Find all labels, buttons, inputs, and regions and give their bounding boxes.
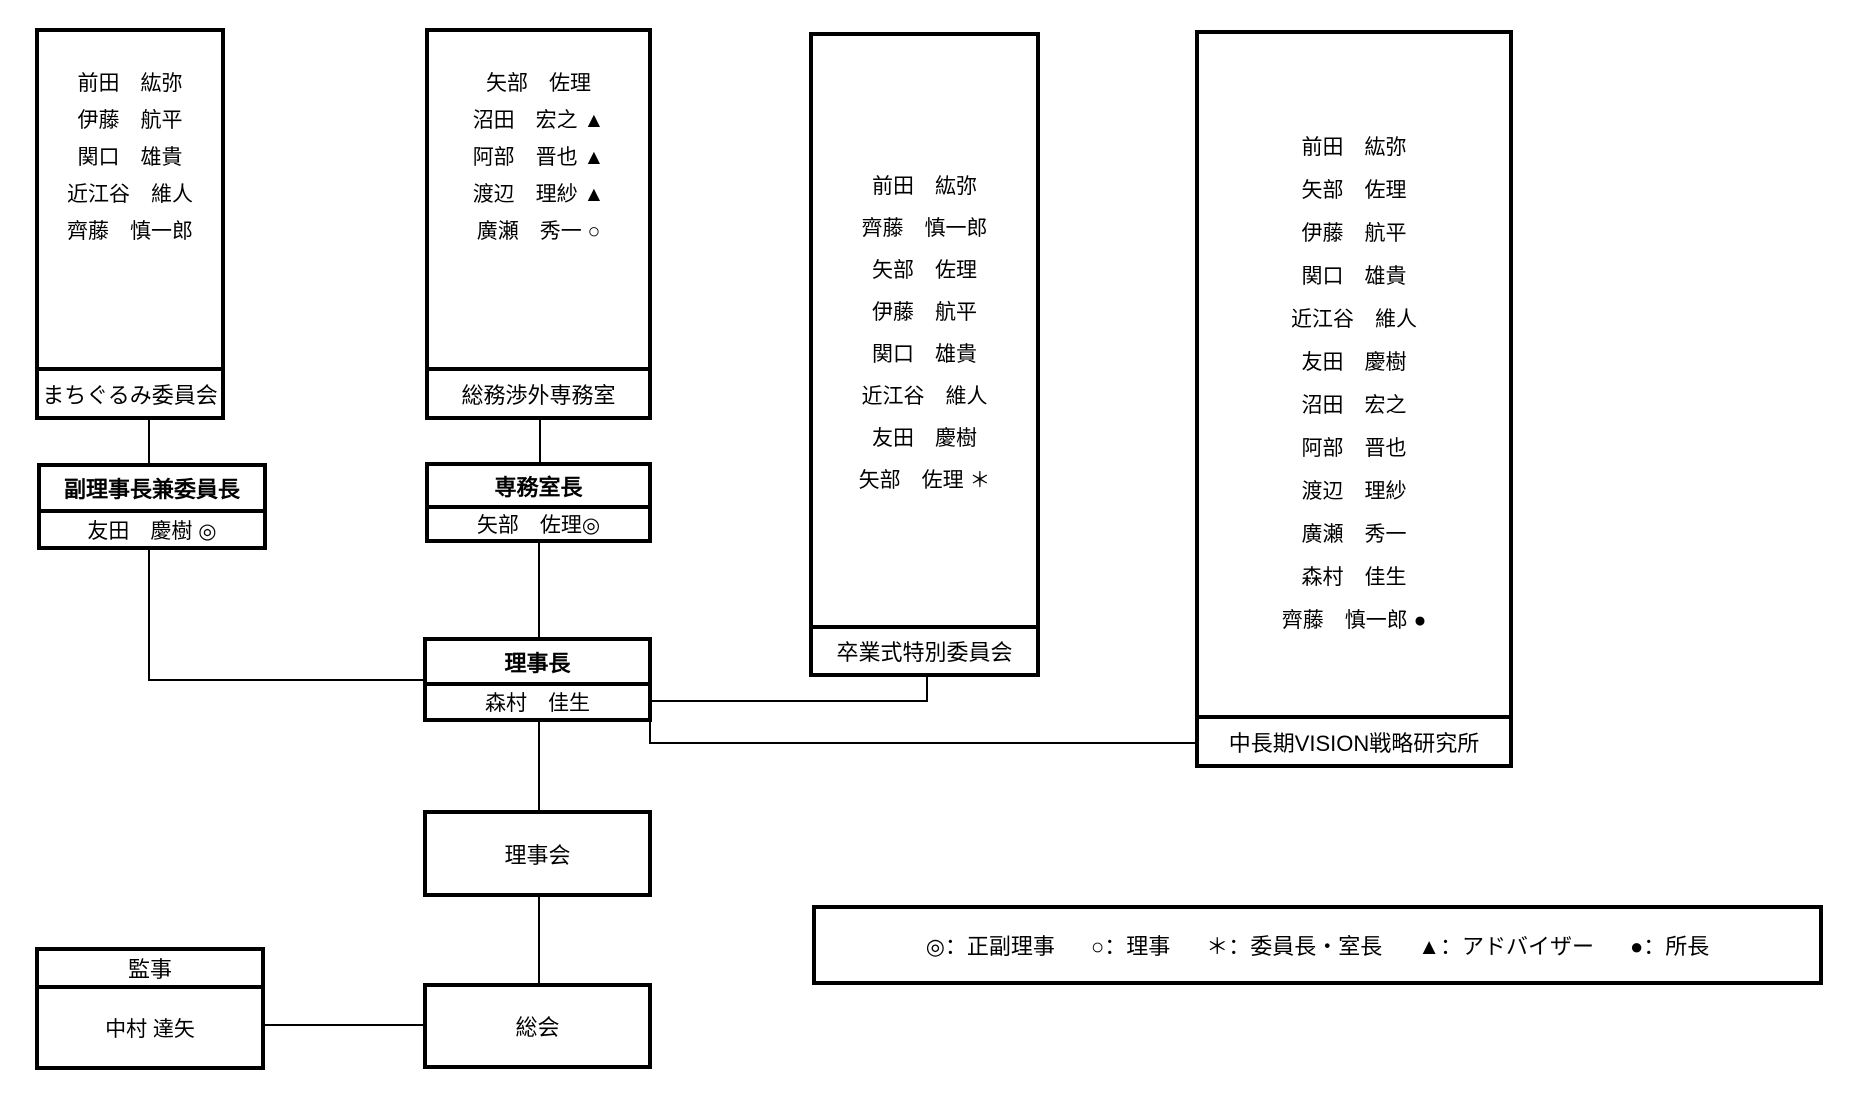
- member-name: 友田 慶樹: [872, 427, 977, 450]
- legend-item-iincho-shitsucho: ＊：委員長・室長: [1206, 934, 1383, 959]
- member-name: 矢部 佐理: [1301, 179, 1407, 202]
- member-name: 関口 雄貴: [1301, 265, 1407, 288]
- box-label-graduation-committee: 卒業式特別委員会: [813, 625, 1036, 673]
- member-name: 矢部 佐理 ＊: [858, 469, 991, 492]
- role-title-auditor: 監事: [39, 951, 261, 989]
- member-list: 前田 紘弥齊藤 慎一郎矢部 佐理伊藤 航平関口 雄貴近江谷 維人友田 慶樹矢部 …: [813, 36, 1036, 625]
- member-name: 伊藤 航平: [77, 109, 183, 132]
- member-list: 矢部 佐理沼田 宏之 ▲ 阿部 晋也 ▲ 渡辺 理紗 ▲ 廣瀬 秀一 ○: [429, 32, 648, 367]
- connector-auditor-to-general-meeting: [265, 1024, 423, 1026]
- legend-item-riji: ○：理事: [1090, 934, 1171, 959]
- member-name: 近江谷 維人: [1291, 308, 1417, 331]
- member-name: 前田 紘弥: [872, 175, 977, 198]
- member-name: 矢部 佐理: [872, 259, 977, 282]
- org-box-board: 理事会: [423, 810, 652, 897]
- connector-chairman-to-board: [538, 722, 540, 810]
- connector-board-to-general-meeting: [538, 897, 540, 983]
- member-name: 関口 雄貴: [872, 343, 977, 366]
- member-name: 阿部 晋也: [1301, 437, 1407, 460]
- connector-office-to-office-head: [539, 420, 541, 462]
- connector-machigurumi-to-vice-chair: [148, 420, 150, 463]
- connector-vice-chair-to-chairman: [148, 679, 423, 681]
- box-label-somu-shogai: 総務渉外専務室: [429, 367, 648, 416]
- box-label-machigurumi: まちぐるみ委員会: [39, 367, 221, 416]
- member-name: 伊藤 航平: [872, 301, 977, 324]
- legend-box: ◎：正副理事 ○：理事 ＊：委員長・室長 ▲：アドバイザー ●：所長: [812, 905, 1823, 985]
- role-name-auditor: 中村 達矢: [105, 1017, 195, 1041]
- org-box-vision-lab: 前田 紘弥矢部 佐理伊藤 航平関口 雄貴近江谷 維人友田 慶樹沼田 宏之阿部 晋…: [1195, 30, 1513, 768]
- role-name-vice-chairman: 友田 慶樹 ◎: [87, 519, 217, 543]
- member-name: 齊藤 慎一郎 ●: [1281, 609, 1427, 632]
- role-name-office-head: 矢部 佐理◎: [476, 514, 601, 537]
- connector-chairman-to-vision-lab: [649, 742, 1195, 744]
- member-name: 矢部 佐理: [486, 72, 591, 95]
- org-box-somu-shogai-office: 矢部 佐理沼田 宏之 ▲ 阿部 晋也 ▲ 渡辺 理紗 ▲ 廣瀬 秀一 ○ 総務渉外専務…: [425, 28, 652, 420]
- member-name: 廣瀬 秀一 ○: [476, 220, 601, 243]
- member-name: 沼田 宏之 ▲: [472, 109, 605, 132]
- member-name: 沼田 宏之: [1301, 394, 1407, 417]
- member-name: 前田 紘弥: [1301, 136, 1407, 159]
- role-box-auditor: 監事 中村 達矢: [35, 947, 265, 1070]
- member-list: 前田 紘弥伊藤 航平関口 雄貴近江谷 維人齊藤 慎一郎: [39, 32, 221, 367]
- member-list: 前田 紘弥矢部 佐理伊藤 航平関口 雄貴近江谷 維人友田 慶樹沼田 宏之阿部 晋…: [1199, 34, 1509, 715]
- member-name: 阿部 晋也 ▲: [472, 146, 605, 169]
- box-label-general-meeting: 総会: [515, 1015, 560, 1040]
- member-name: 近江谷 維人: [861, 385, 988, 408]
- role-box-chairman: 理事長 森村 佳生: [423, 637, 652, 722]
- member-name: 関口 雄貴: [77, 146, 183, 169]
- member-name: 廣瀬 秀一: [1301, 523, 1407, 546]
- connector-vice-chair-down: [148, 550, 150, 681]
- member-name: 渡辺 理紗: [1301, 480, 1407, 503]
- member-name: 近江谷 維人: [67, 183, 193, 206]
- role-title-office-head: 専務室長: [429, 466, 648, 509]
- connector-graduation-drop: [926, 677, 928, 702]
- legend-item-advisor: ▲：アドバイザー: [1418, 934, 1594, 959]
- legend-item-seifuku-riji: ◎：正副理事: [925, 934, 1055, 959]
- connector-chairman-drop: [649, 722, 651, 744]
- org-box-general-meeting: 総会: [423, 983, 652, 1069]
- box-label-vision-lab: 中長期VISION戦略研究所: [1199, 715, 1509, 764]
- org-box-graduation-committee: 前田 紘弥齊藤 慎一郎矢部 佐理伊藤 航平関口 雄貴近江谷 維人友田 慶樹矢部 …: [809, 32, 1040, 677]
- connector-chairman-to-graduation: [652, 700, 927, 702]
- role-title-chairman: 理事長: [427, 641, 648, 686]
- legend-item-shocho: ●：所長: [1630, 934, 1710, 959]
- member-name: 伊藤 航平: [1301, 222, 1407, 245]
- role-name-chairman: 森村 佳生: [485, 692, 590, 715]
- role-title-vice-chairman: 副理事長兼委員長: [41, 467, 263, 513]
- role-box-vice-chairman: 副理事長兼委員長 友田 慶樹 ◎: [37, 463, 267, 550]
- org-box-machigurumi-committee: 前田 紘弥伊藤 航平関口 雄貴近江谷 維人齊藤 慎一郎 まちぐるみ委員会: [35, 28, 225, 420]
- member-name: 森村 佳生: [1301, 566, 1407, 589]
- member-name: 齊藤 慎一郎: [67, 220, 193, 243]
- member-name: 渡辺 理紗 ▲: [472, 183, 605, 206]
- member-name: 友田 慶樹: [1301, 351, 1407, 374]
- connector-office-head-to-chairman: [538, 543, 540, 637]
- member-name: 前田 紘弥: [77, 72, 183, 95]
- role-box-office-head: 専務室長 矢部 佐理◎: [425, 462, 652, 543]
- member-name: 齊藤 慎一郎: [861, 217, 988, 240]
- box-label-board: 理事会: [504, 842, 571, 868]
